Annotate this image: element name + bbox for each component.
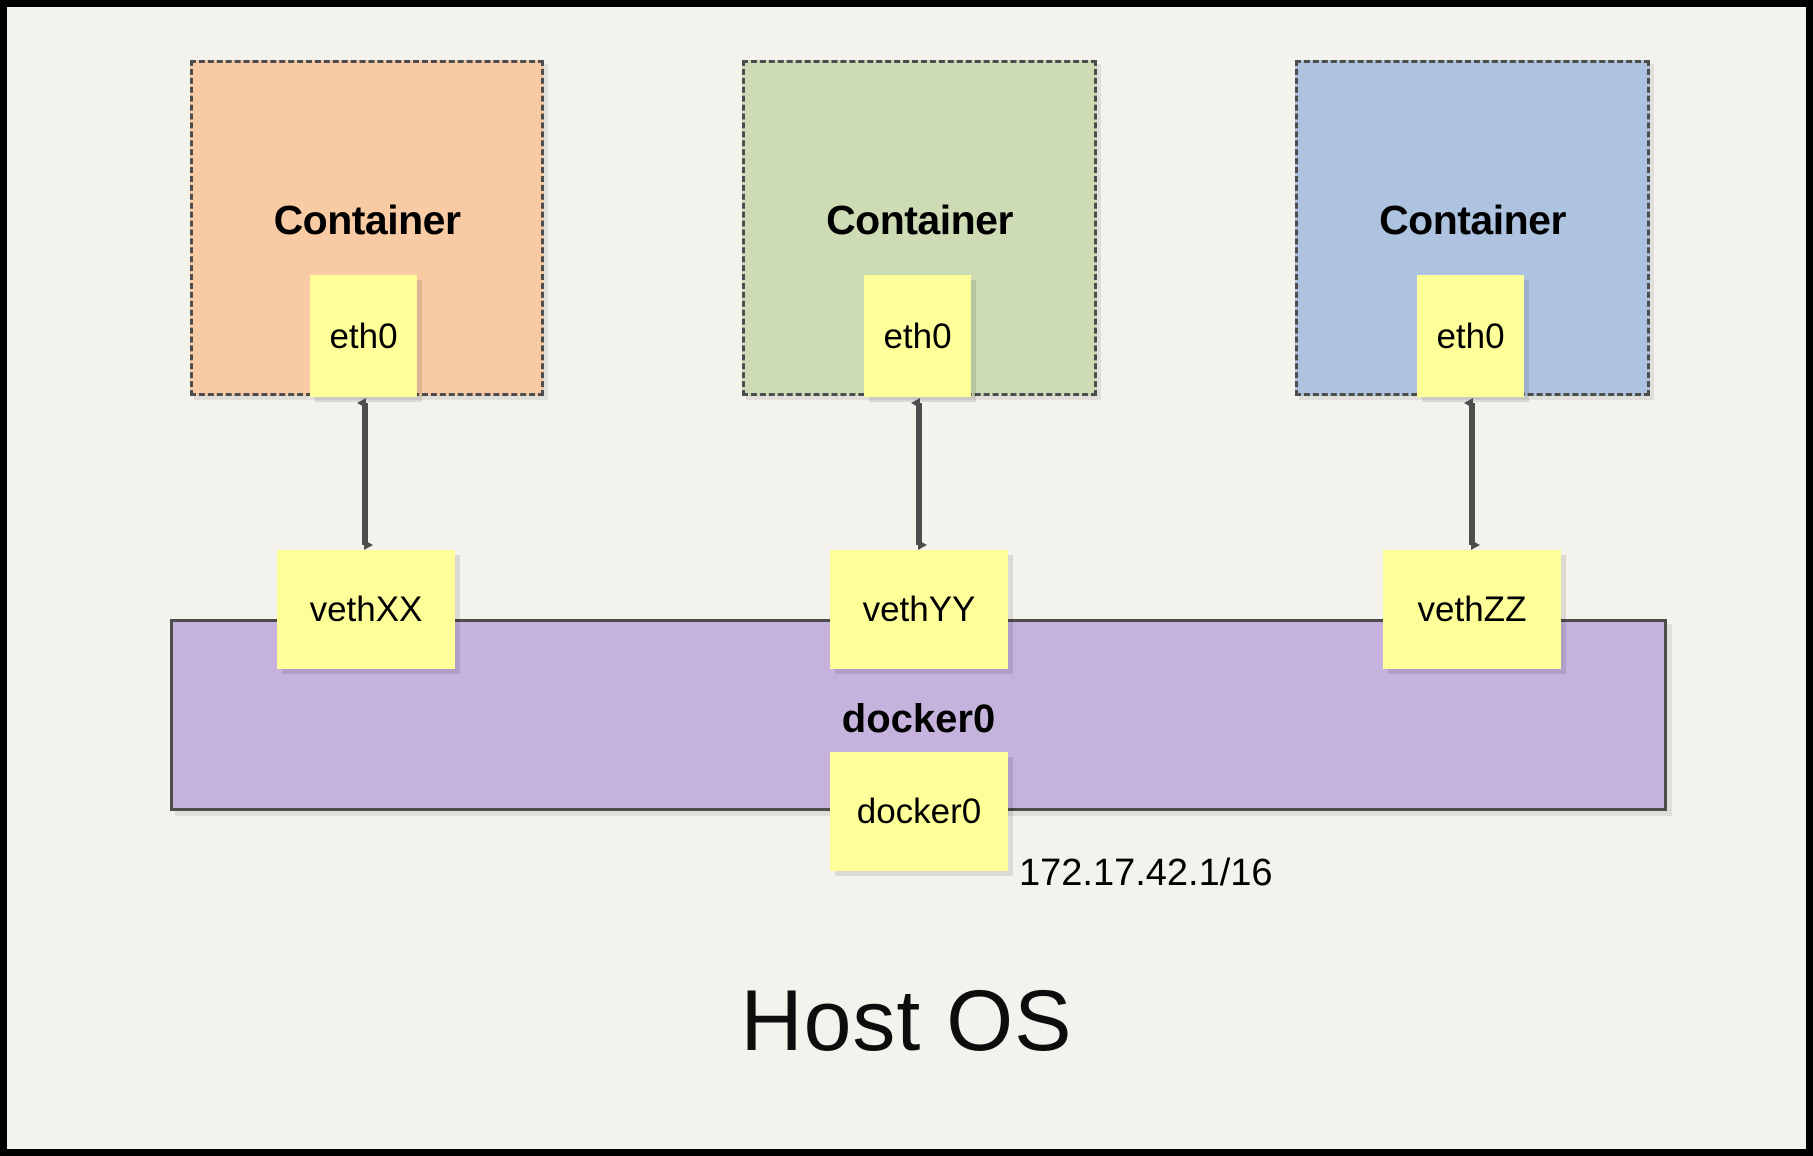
docker0-interface-box: docker0 (830, 752, 1008, 871)
veth-label-3: vethZZ (1417, 590, 1527, 629)
veth-box-1: vethXX (277, 550, 455, 669)
container-eth0-label-1: eth0 (329, 316, 398, 356)
veth-label-2: vethYY (862, 590, 976, 629)
container-title-1: Container (273, 197, 461, 243)
host-os-label: Host OS (740, 973, 1073, 1069)
veth-label-1: vethXX (309, 590, 423, 629)
veth-box-2: vethYY (830, 550, 1008, 669)
container-title-3: Container (1379, 197, 1566, 243)
docker0-bridge-title: docker0 (841, 697, 996, 741)
container-eth0-box-1: eth0 (310, 275, 417, 397)
container-eth0-box-3: eth0 (1417, 275, 1524, 397)
link-arrow-3 (1464, 398, 1480, 550)
container-eth0-label-2: eth0 (883, 316, 952, 356)
container-title-2: Container (826, 197, 1013, 243)
link-arrow-2 (911, 398, 927, 550)
docker0-ip-label: 172.17.42.1/16 (1019, 852, 1273, 894)
container-eth0-label-3: eth0 (1436, 316, 1505, 356)
link-arrow-1 (357, 398, 373, 550)
container-eth0-box-2: eth0 (864, 275, 971, 397)
docker0-interface-label: docker0 (856, 792, 982, 831)
veth-box-3: vethZZ (1383, 550, 1561, 669)
